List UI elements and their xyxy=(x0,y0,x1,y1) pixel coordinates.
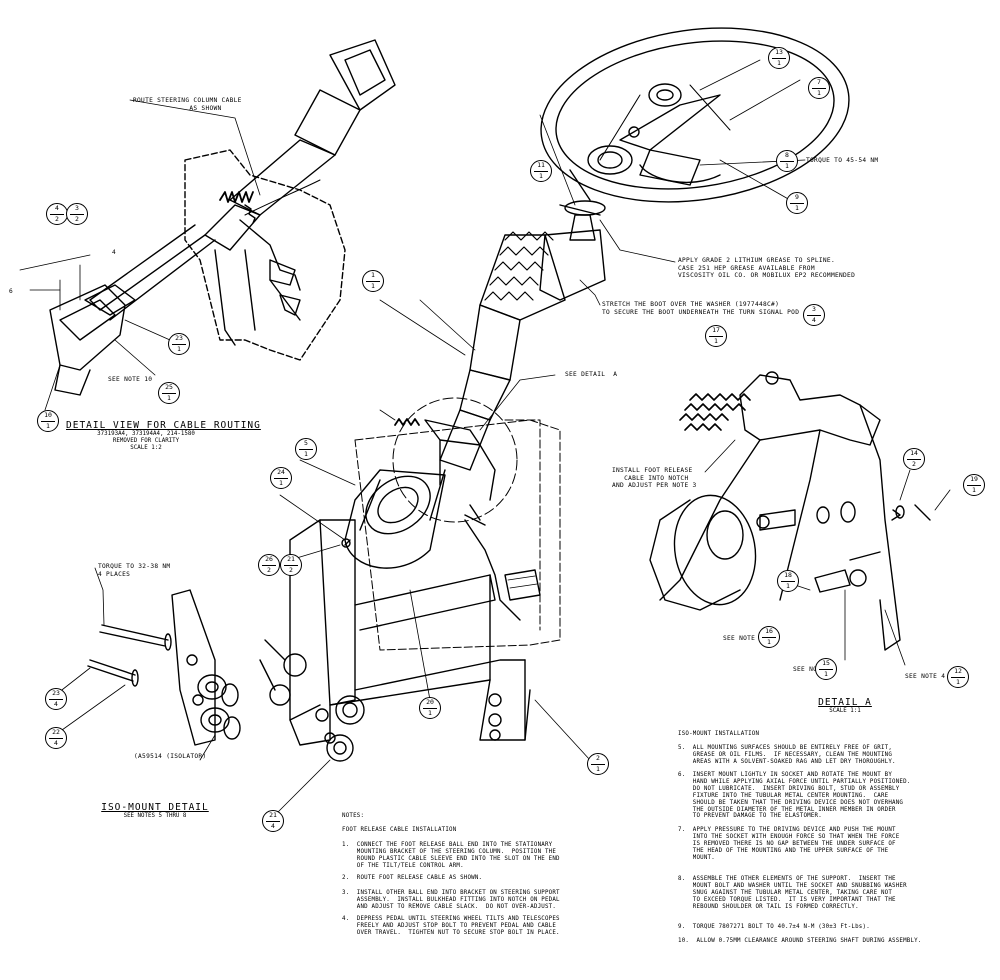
see-note-4c-callout: SEE NOTE 4 xyxy=(905,673,946,680)
support-frame xyxy=(259,299,591,816)
cable-routing-view xyxy=(19,39,396,411)
torque-wheel-callout: TORQUE TO 45-54 Nm xyxy=(806,157,879,164)
note-5: 5. ALL MOUNTING SURFACES SHOULD BE ENTIR… xyxy=(678,745,896,765)
iso-mount-detail xyxy=(54,567,241,761)
isolator-callout: (A59514 (ISOLATOR) xyxy=(134,753,207,760)
detail-a-scale: SCALE 1:1 xyxy=(829,708,861,714)
grease-callout: APPLY GRADE 2 LITHIUM GREASE TO SPLINE. … xyxy=(678,257,856,280)
boot-callout: STRETCH THE BOOT OVER THE WASHER (197744… xyxy=(602,301,800,316)
detail-a-view xyxy=(649,371,951,666)
foot-release-heading: FOOT RELEASE CABLE INSTALLATION xyxy=(342,827,457,833)
iso-mount-title: ISO-MOUNT DETAIL xyxy=(101,802,209,813)
detail-view-title: DETAIL VIEW FOR CABLE ROUTING xyxy=(66,420,261,431)
detail-view-line1: 373193A4, 373194A4, 214-1580 xyxy=(97,431,195,437)
dimension-4: 4 xyxy=(112,249,117,256)
note-4: 4. DEPRESS PEDAL UNTIL STEERING WHEEL TI… xyxy=(342,916,560,936)
see-note-10-callout: SEE NOTE 10 xyxy=(108,376,153,383)
foot-release-callout: INSTALL FOOT RELEASE CABLE INTO NOTCH AN… xyxy=(612,467,697,490)
detail-view-scale: SCALE 1:2 xyxy=(130,445,162,451)
note-3: 3. INSTALL OTHER BALL END INTO BRACKET O… xyxy=(342,890,560,910)
iso-mount-sub: SEE NOTES 5 THRU 8 xyxy=(123,813,187,819)
note-7: 7. APPLY PRESSURE TO THE DRIVING DEVICE … xyxy=(678,827,900,861)
notes-heading: NOTES: xyxy=(342,813,365,819)
steering-wheel xyxy=(540,27,850,216)
note-9: 9. TORQUE 7807271 BOLT TO 40.7±4 N-M (30… xyxy=(678,924,870,930)
note-10: 10. ALLOW 0.75MM CLEARANCE AROUND STEERI… xyxy=(678,938,922,944)
torque-iso-callout: TORQUE TO 32-38 Nm 4 PLACES xyxy=(98,563,171,578)
note-1: 1. CONNECT THE FOOT RELEASE BALL END INT… xyxy=(342,842,560,869)
see-detail-a-callout: SEE DETAIL A xyxy=(565,371,618,378)
detail-view-line2: REMOVED FOR CLARITY xyxy=(112,438,180,444)
route-cable-callout: ROUTE STEERING COLUMN CABLE AS SHOWN xyxy=(133,97,242,112)
note-8: 8. ASSEMBLE THE OTHER ELEMENTS OF THE SU… xyxy=(678,876,907,910)
dimension-6: 6 xyxy=(9,288,14,295)
iso-mount-heading: ISO-MOUNT INSTALLATION xyxy=(678,731,760,737)
detail-a-title: DETAIL A xyxy=(818,697,872,708)
steering-column xyxy=(341,214,606,569)
note-6: 6. INSERT MOUNT LIGHTLY IN SOCKET AND RO… xyxy=(678,772,911,820)
callout-leaders xyxy=(379,59,806,356)
note-2: 2. ROUTE FOOT RELEASE CABLE AS SHOWN. xyxy=(342,875,483,881)
